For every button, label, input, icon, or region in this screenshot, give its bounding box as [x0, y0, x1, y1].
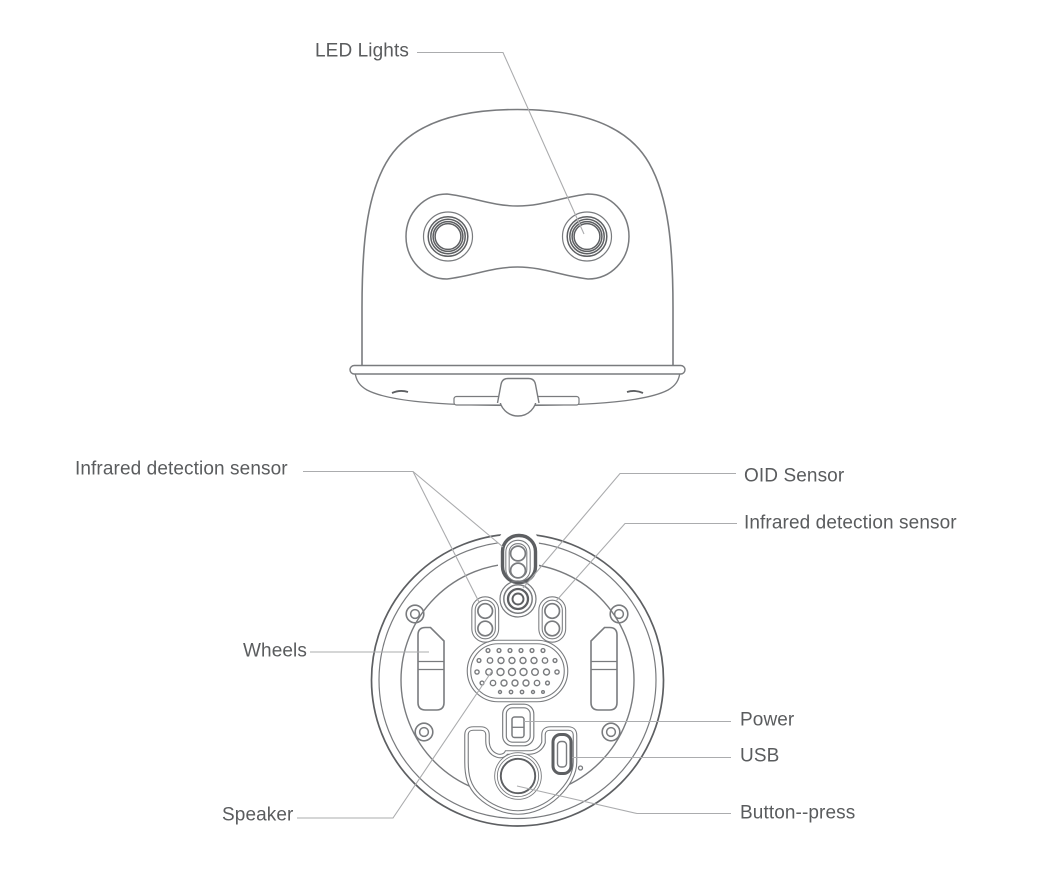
- speaker-hole: [489, 679, 497, 687]
- speaker-hole: [497, 689, 503, 695]
- speaker-hole: [540, 647, 546, 654]
- screw-bottom-right: [601, 722, 621, 742]
- speaker-hole: [541, 657, 549, 664]
- base-tick-left: [391, 390, 409, 394]
- speaker-hole: [541, 690, 546, 695]
- label-infrared-left: Infrared detection sensor: [75, 458, 288, 480]
- label-oid-sensor: OID Sensor: [744, 465, 845, 487]
- speaker-hole: [519, 689, 525, 695]
- usb-port: [551, 733, 584, 775]
- speaker-hole: [486, 657, 494, 664]
- front-view: [349, 108, 686, 417]
- label-infrared-right: Infrared detection sensor: [744, 512, 957, 534]
- screw-top-left: [405, 604, 425, 624]
- leader-button-press: [516, 785, 731, 815]
- oid-sensor: [499, 580, 537, 618]
- speaker-hole: [530, 689, 536, 695]
- leader-oid-sensor: [522, 472, 736, 589]
- leader-speaker: [297, 670, 493, 819]
- speaker-hole: [542, 668, 551, 676]
- label-usb: USB: [740, 745, 780, 767]
- label-wheels: Wheels: [243, 640, 307, 662]
- speaker-hole: [474, 669, 480, 675]
- speaker-hole: [518, 647, 524, 654]
- label-speaker: Speaker: [222, 804, 294, 826]
- leader-infrared-left-b: [412, 471, 480, 603]
- led-eye-left: [422, 211, 474, 262]
- wheel-left: [417, 626, 445, 711]
- speaker-hole: [508, 689, 514, 695]
- face-mask: [405, 193, 630, 280]
- speaker-hole: [522, 679, 530, 687]
- leader-lines: [297, 51, 737, 819]
- speaker-hole: [508, 656, 516, 665]
- power-switch: [502, 703, 535, 747]
- infrared-sensor-left: [471, 596, 500, 643]
- speaker-hole: [530, 656, 538, 665]
- speaker-hole: [496, 667, 505, 677]
- base-band: [349, 364, 686, 375]
- speaker-hole: [519, 656, 527, 665]
- speaker-hole: [500, 679, 508, 687]
- leader-led-lights: [417, 51, 585, 235]
- speaker-hole: [533, 679, 541, 687]
- speaker-hole: [511, 679, 519, 687]
- leader-infrared-right: [555, 522, 737, 602]
- screw-bottom-left: [414, 722, 434, 742]
- label-button-press: Button--press: [740, 802, 856, 824]
- infrared-sensor-top: [500, 533, 538, 585]
- speaker-holes: [474, 647, 560, 695]
- reset-pinhole: [577, 765, 584, 771]
- speaker-hole: [507, 647, 513, 654]
- speaker-hole: [552, 657, 558, 664]
- infrared-sensor-right: [538, 596, 567, 643]
- speaker-hole: [476, 657, 482, 664]
- bottom-view: [370, 527, 665, 827]
- speaker-grille: [466, 639, 569, 703]
- press-button: [494, 752, 542, 800]
- base-tick-right: [626, 390, 644, 394]
- speaker-hole: [519, 667, 528, 677]
- speaker-hole: [529, 647, 535, 654]
- led-eye-right: [561, 211, 613, 262]
- wheel-right: [590, 626, 618, 711]
- speaker-hole: [485, 647, 491, 654]
- base-tab: [496, 377, 540, 404]
- screw-top-right: [609, 604, 629, 624]
- speaker-hole: [531, 668, 540, 677]
- leader-infrared-left-a: [303, 470, 504, 548]
- label-power: Power: [740, 709, 795, 731]
- speaker-hole: [497, 656, 505, 665]
- speaker-hole: [507, 667, 517, 677]
- speaker-hole: [496, 647, 502, 654]
- speaker-hole: [554, 669, 560, 675]
- label-led-lights: LED Lights: [315, 40, 409, 62]
- speaker-hole: [544, 680, 551, 686]
